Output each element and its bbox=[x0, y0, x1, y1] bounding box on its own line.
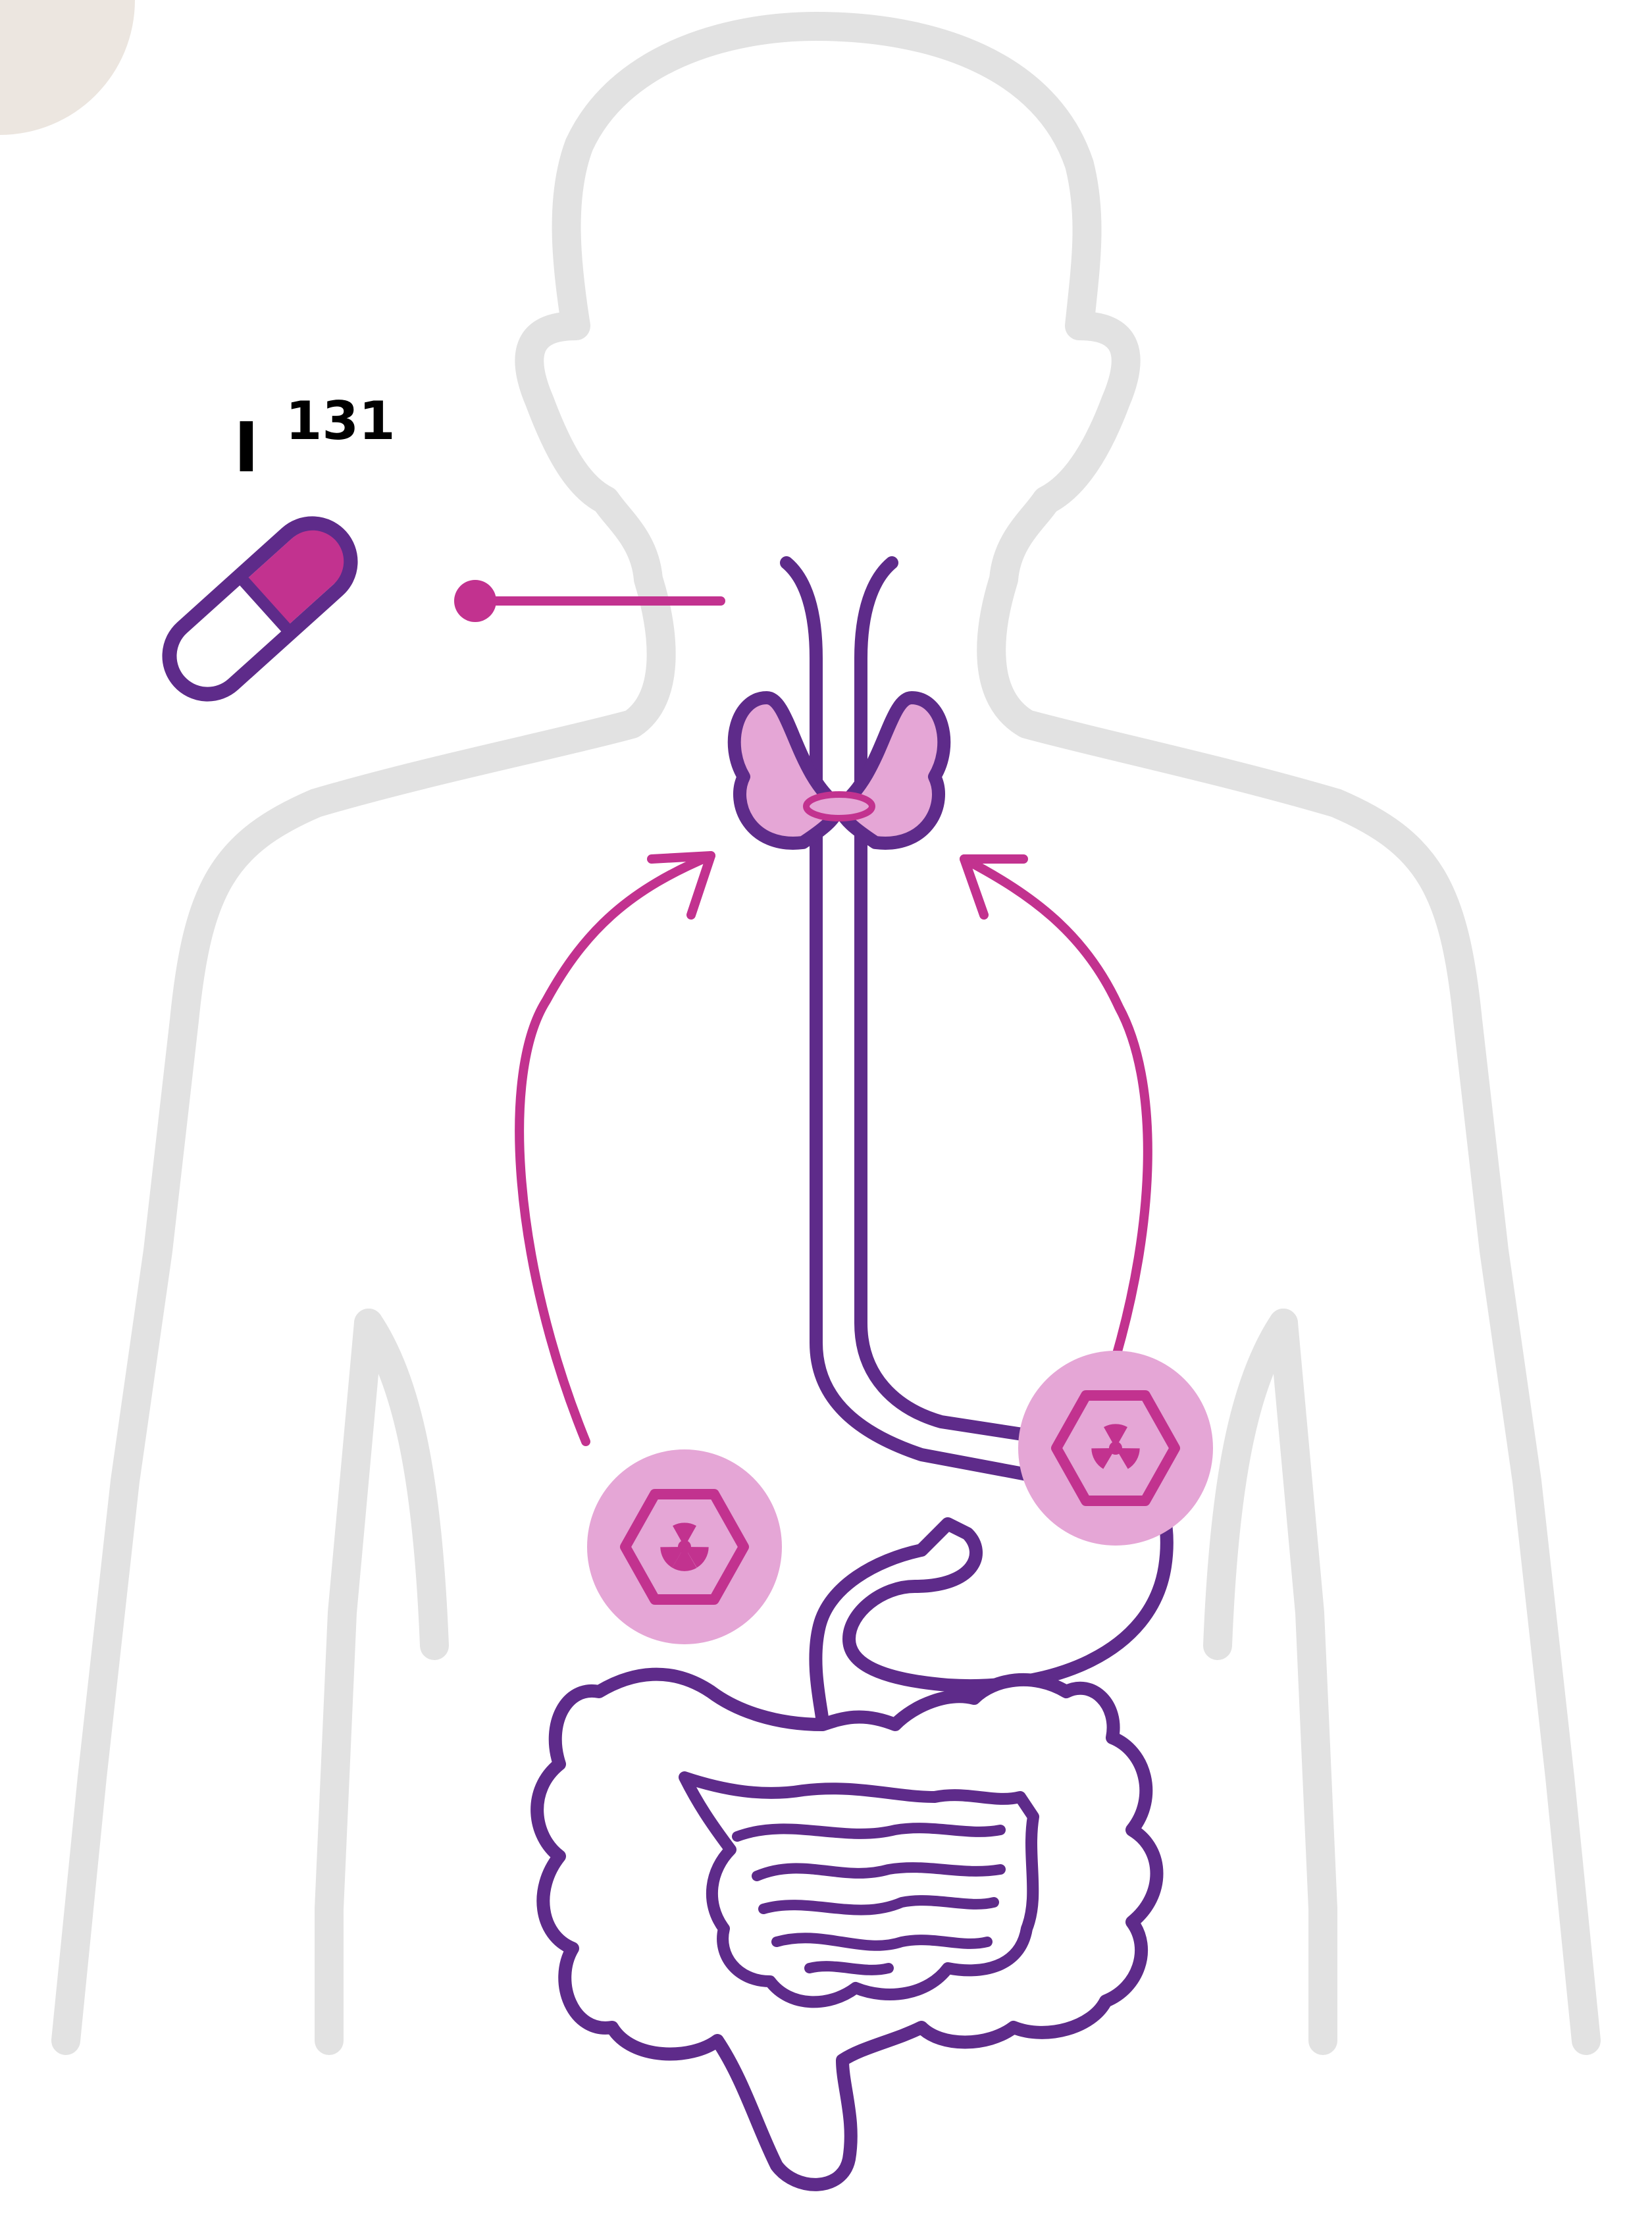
large-intestine bbox=[537, 1675, 1156, 2185]
radiation-hexagon-icon bbox=[587, 1449, 782, 1644]
ingestion-connector bbox=[454, 580, 721, 622]
isotope-element-symbol: I bbox=[234, 413, 259, 482]
corner-blob bbox=[0, 0, 135, 135]
radiation-hexagon-icon bbox=[1018, 1351, 1213, 1546]
arrow-left bbox=[519, 856, 711, 1442]
isotope-mass-number: 131 bbox=[286, 395, 396, 448]
thyroid-gland-icon bbox=[735, 698, 944, 843]
arrow-right bbox=[964, 859, 1148, 1369]
capsule-icon bbox=[154, 508, 367, 710]
isotope-label: I 131 bbox=[234, 395, 396, 482]
